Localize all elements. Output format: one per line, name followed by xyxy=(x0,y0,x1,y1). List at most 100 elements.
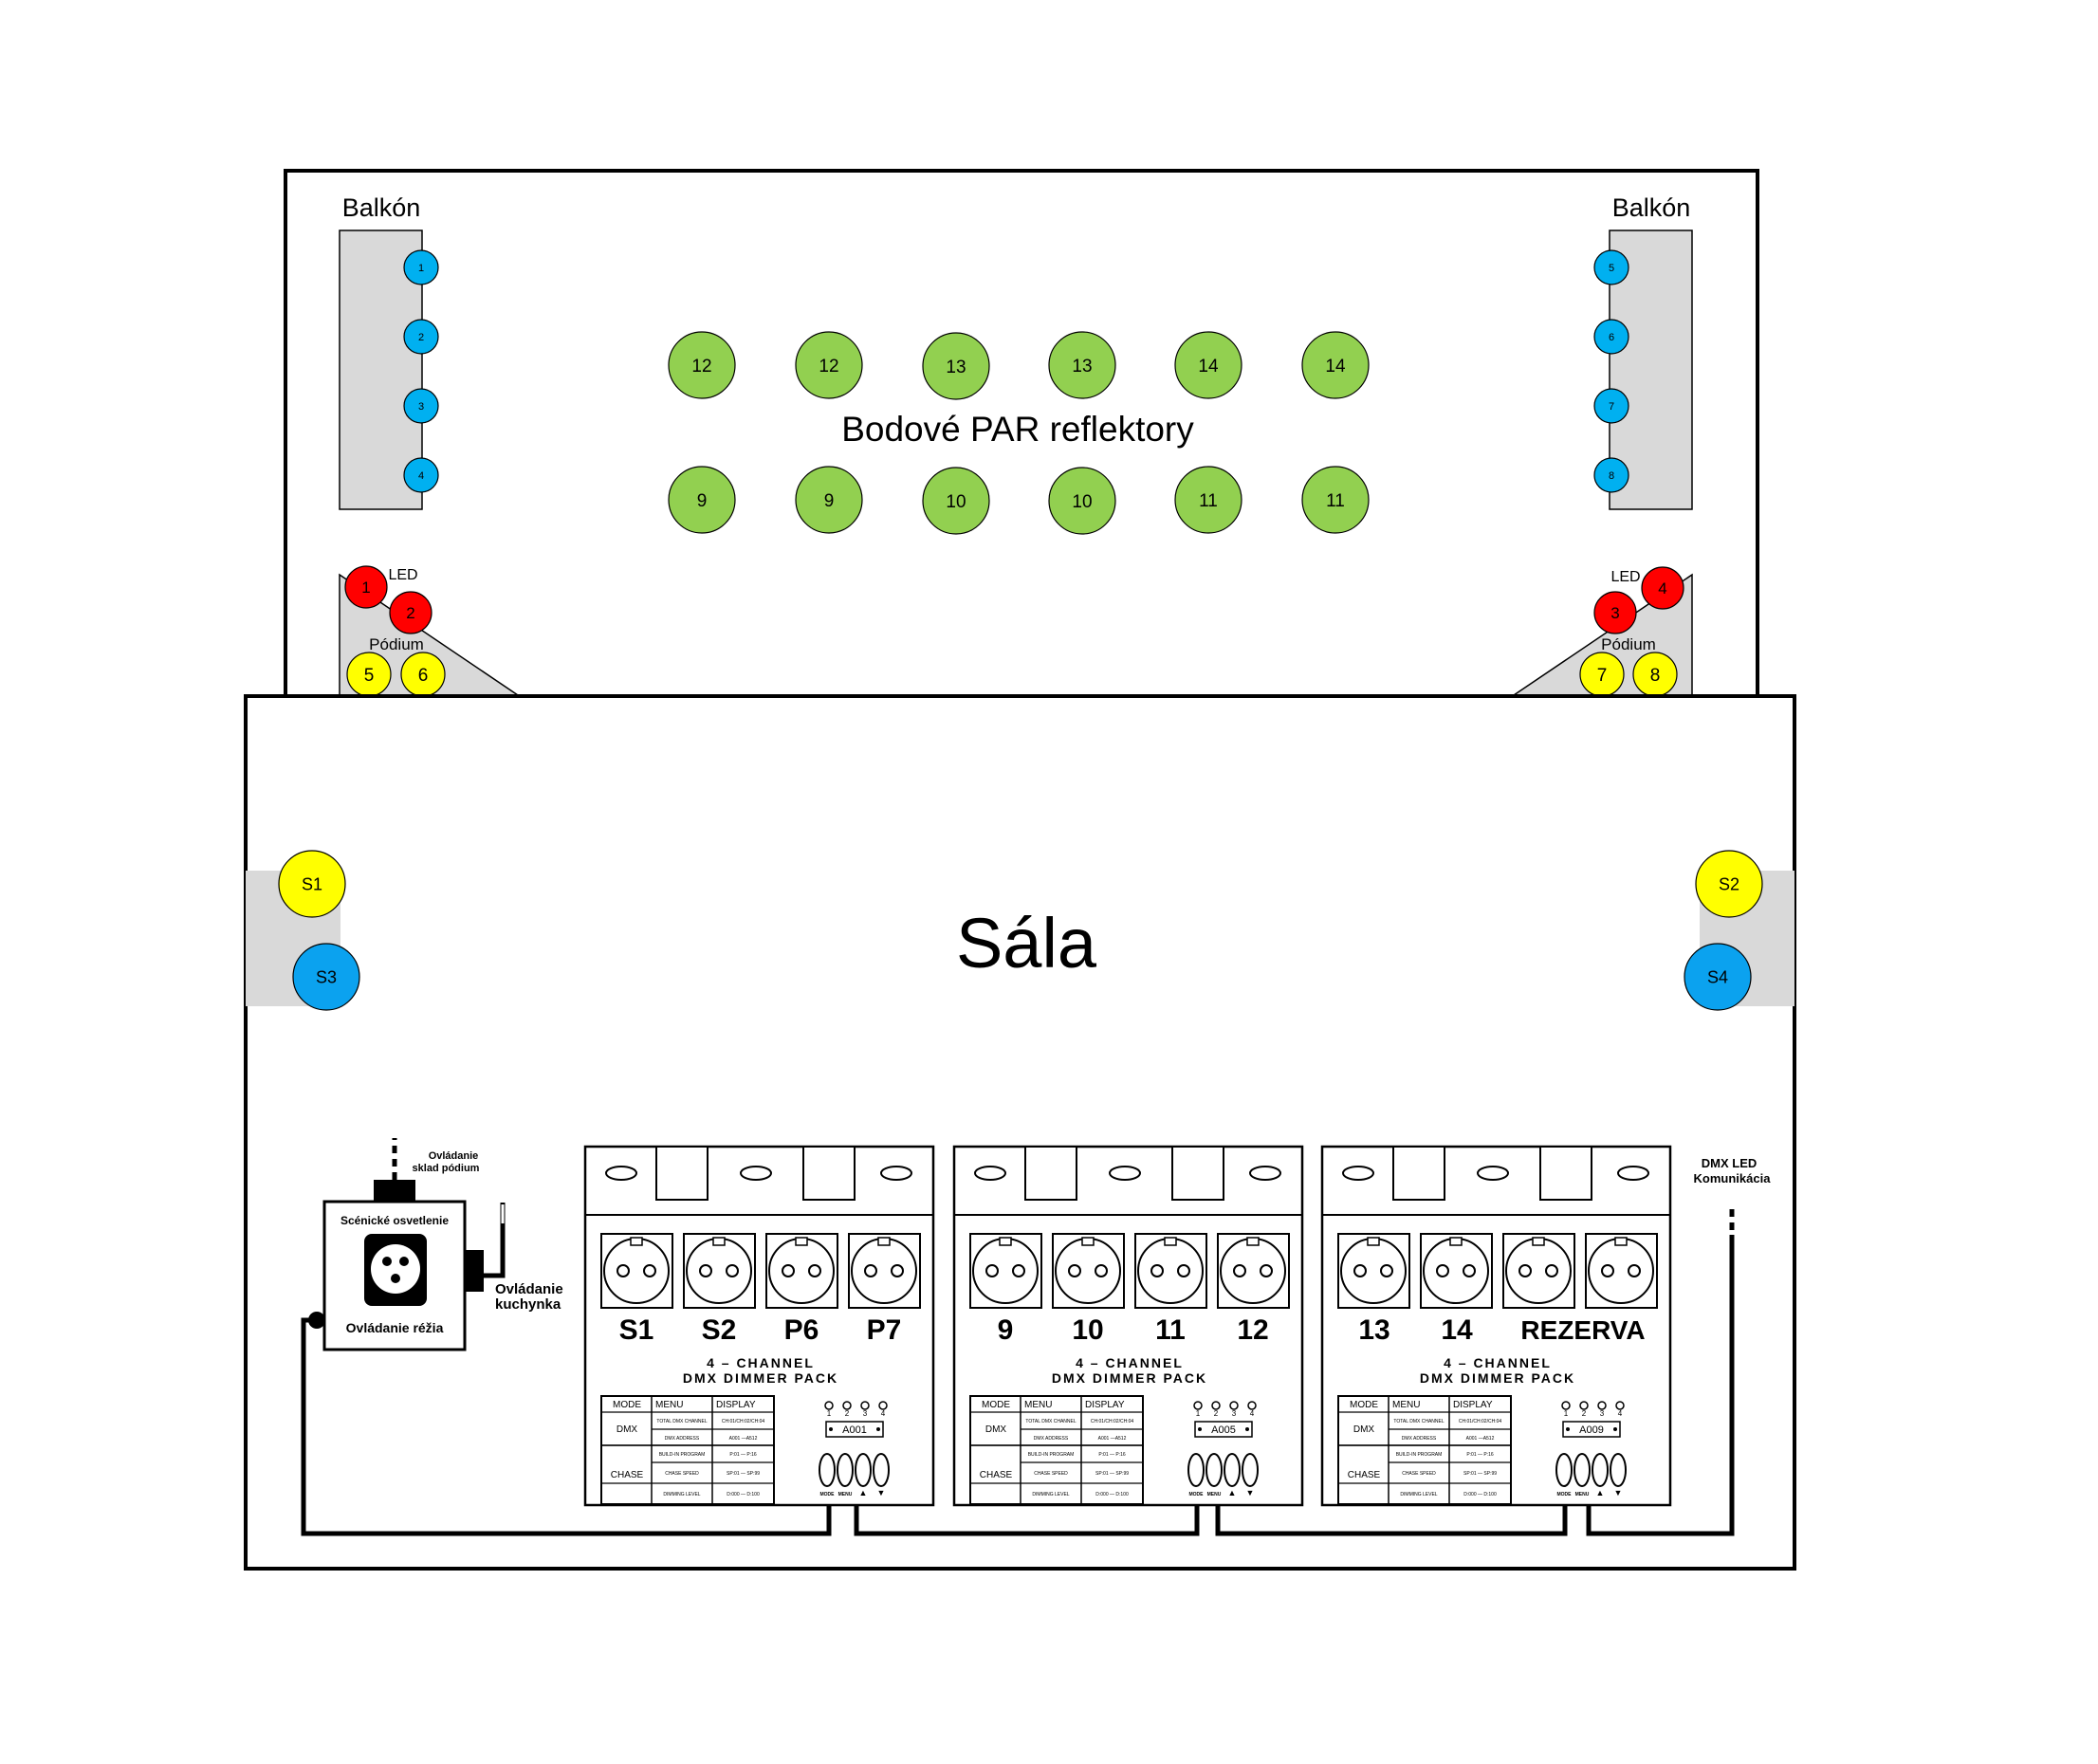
button-label: ▼ xyxy=(1246,1488,1255,1498)
lamp-number: 9 xyxy=(697,491,708,511)
dimmer-button[interactable] xyxy=(873,1453,890,1487)
par-lamp-9: 9 xyxy=(668,466,736,534)
top-control-label-2: sklad pódium xyxy=(413,1163,480,1174)
lamp-circle xyxy=(1048,331,1116,399)
mount-hole xyxy=(1617,1166,1649,1181)
table-mode-dmx: DMX xyxy=(1353,1424,1375,1435)
lamp-circle xyxy=(344,565,388,609)
dimmer-button[interactable] xyxy=(1224,1453,1241,1487)
indicator-number: 2 xyxy=(845,1409,850,1418)
button-label: MENU xyxy=(1575,1492,1590,1498)
table-header: MODE xyxy=(613,1400,641,1410)
button-label: MODE xyxy=(1557,1492,1573,1498)
output-label-12: 12 xyxy=(1237,1314,1268,1346)
lamp-number: 7 xyxy=(1609,401,1614,413)
table-display-cell: CH:01/CH:02/CH:04 xyxy=(1091,1419,1134,1424)
dimmer-button[interactable] xyxy=(1592,1453,1609,1487)
terminal-clamp xyxy=(802,1146,856,1201)
terminal-clamp xyxy=(1171,1146,1224,1201)
power-socket-icon xyxy=(683,1233,756,1309)
lamp-circle xyxy=(1174,331,1242,399)
indicator-number: 2 xyxy=(1214,1409,1219,1418)
par-lamp-14: 14 xyxy=(1301,331,1370,399)
table-menu-cell: CHASE SPEED xyxy=(665,1471,699,1477)
dmx-led-label-1: DMX LED xyxy=(1702,1156,1758,1170)
dimmer-button[interactable] xyxy=(1205,1453,1223,1487)
dimmer-button[interactable] xyxy=(1574,1453,1591,1487)
lamp-circle xyxy=(795,331,863,399)
dimmer-button[interactable] xyxy=(1610,1453,1627,1487)
indicator-number: 4 xyxy=(1618,1409,1623,1418)
par-lamp-12: 12 xyxy=(795,331,863,399)
dimmer-button[interactable] xyxy=(1242,1453,1259,1487)
indicator-number: 4 xyxy=(1250,1409,1255,1418)
podium-right-label: Pódium xyxy=(1601,635,1656,653)
table-display-cell: A001 —A512 xyxy=(729,1436,758,1442)
table-mode-dmx: DMX xyxy=(617,1424,638,1435)
par-lamp-13: 13 xyxy=(922,332,990,400)
mount-hole xyxy=(1109,1166,1141,1181)
top-connector xyxy=(374,1180,415,1203)
indicator-number: 1 xyxy=(827,1409,832,1418)
side-lamp-S1: S1 xyxy=(278,850,346,918)
lamp-number: S2 xyxy=(1719,874,1739,893)
power-socket-icon xyxy=(848,1233,921,1309)
balcony-lamp-3: 3 xyxy=(403,388,439,424)
power-socket-icon xyxy=(600,1233,673,1309)
lamp-number: 6 xyxy=(1609,332,1614,343)
lamp-number: 8 xyxy=(1650,666,1661,686)
table-display-cell: A001 —A512 xyxy=(1098,1436,1127,1442)
dimmer-button[interactable] xyxy=(855,1453,872,1487)
par-lamp-11: 11 xyxy=(1174,466,1242,534)
lamp-circle xyxy=(1048,467,1116,535)
power-socket-icon xyxy=(969,1233,1042,1309)
indicator-number: 3 xyxy=(1600,1409,1605,1418)
lamp-number: 4 xyxy=(418,470,424,482)
indicator-led xyxy=(842,1401,852,1410)
lamp-circle xyxy=(1593,457,1629,493)
control-box-title: Scénické osvetlenie xyxy=(340,1214,449,1227)
dimmer-button[interactable] xyxy=(1187,1453,1205,1487)
mount-hole xyxy=(740,1166,772,1181)
lamp-circle xyxy=(403,319,439,355)
lamp-number: 3 xyxy=(418,401,424,413)
lamp-circle xyxy=(1684,943,1752,1011)
balcony-lamp-4: 4 xyxy=(403,457,439,493)
indicator-led xyxy=(1579,1401,1589,1410)
balcony-lamp-1: 1 xyxy=(403,249,439,285)
mount-hole xyxy=(605,1166,637,1181)
dimmer-button[interactable] xyxy=(819,1453,836,1487)
table-menu-cell: DMX ADDRESS xyxy=(665,1436,700,1442)
button-label: MENU xyxy=(1207,1492,1222,1498)
button-label: MODE xyxy=(820,1492,836,1498)
lamp-number: 1 xyxy=(418,263,424,274)
lamp-circle xyxy=(1695,850,1763,918)
lamp-number: 14 xyxy=(1325,357,1346,377)
address-display: A001 xyxy=(825,1421,884,1438)
dimmer-button[interactable] xyxy=(837,1453,854,1487)
lamp-number: S3 xyxy=(316,967,337,986)
lamp-number: 13 xyxy=(1072,357,1092,377)
lamp-number: 12 xyxy=(691,357,711,377)
indicator-led xyxy=(1561,1401,1571,1410)
output-label-P7: P7 xyxy=(867,1314,902,1346)
dimmer-button[interactable] xyxy=(1555,1453,1573,1487)
table-mode-chase: CHASE xyxy=(1348,1470,1381,1480)
lamp-circle xyxy=(795,466,863,534)
podium-lamp-5: 5 xyxy=(346,652,392,697)
power-socket-icon xyxy=(765,1233,838,1309)
indicator-led xyxy=(1615,1401,1625,1410)
indicator-led xyxy=(1247,1401,1257,1410)
lamp-number: 11 xyxy=(1326,491,1345,511)
lamp-number: 2 xyxy=(418,332,424,343)
dimmer-title-2: DMX DIMMER PACK xyxy=(683,1370,838,1386)
table-header: MENU xyxy=(655,1400,683,1410)
lamp-number: 4 xyxy=(1658,579,1666,597)
balcony-right-label: Balkón xyxy=(1612,193,1691,222)
terminal-clamp xyxy=(1024,1146,1077,1201)
table-display-cell: SP:01 — SP:99 xyxy=(1463,1471,1497,1477)
table-header: MENU xyxy=(1392,1400,1420,1410)
